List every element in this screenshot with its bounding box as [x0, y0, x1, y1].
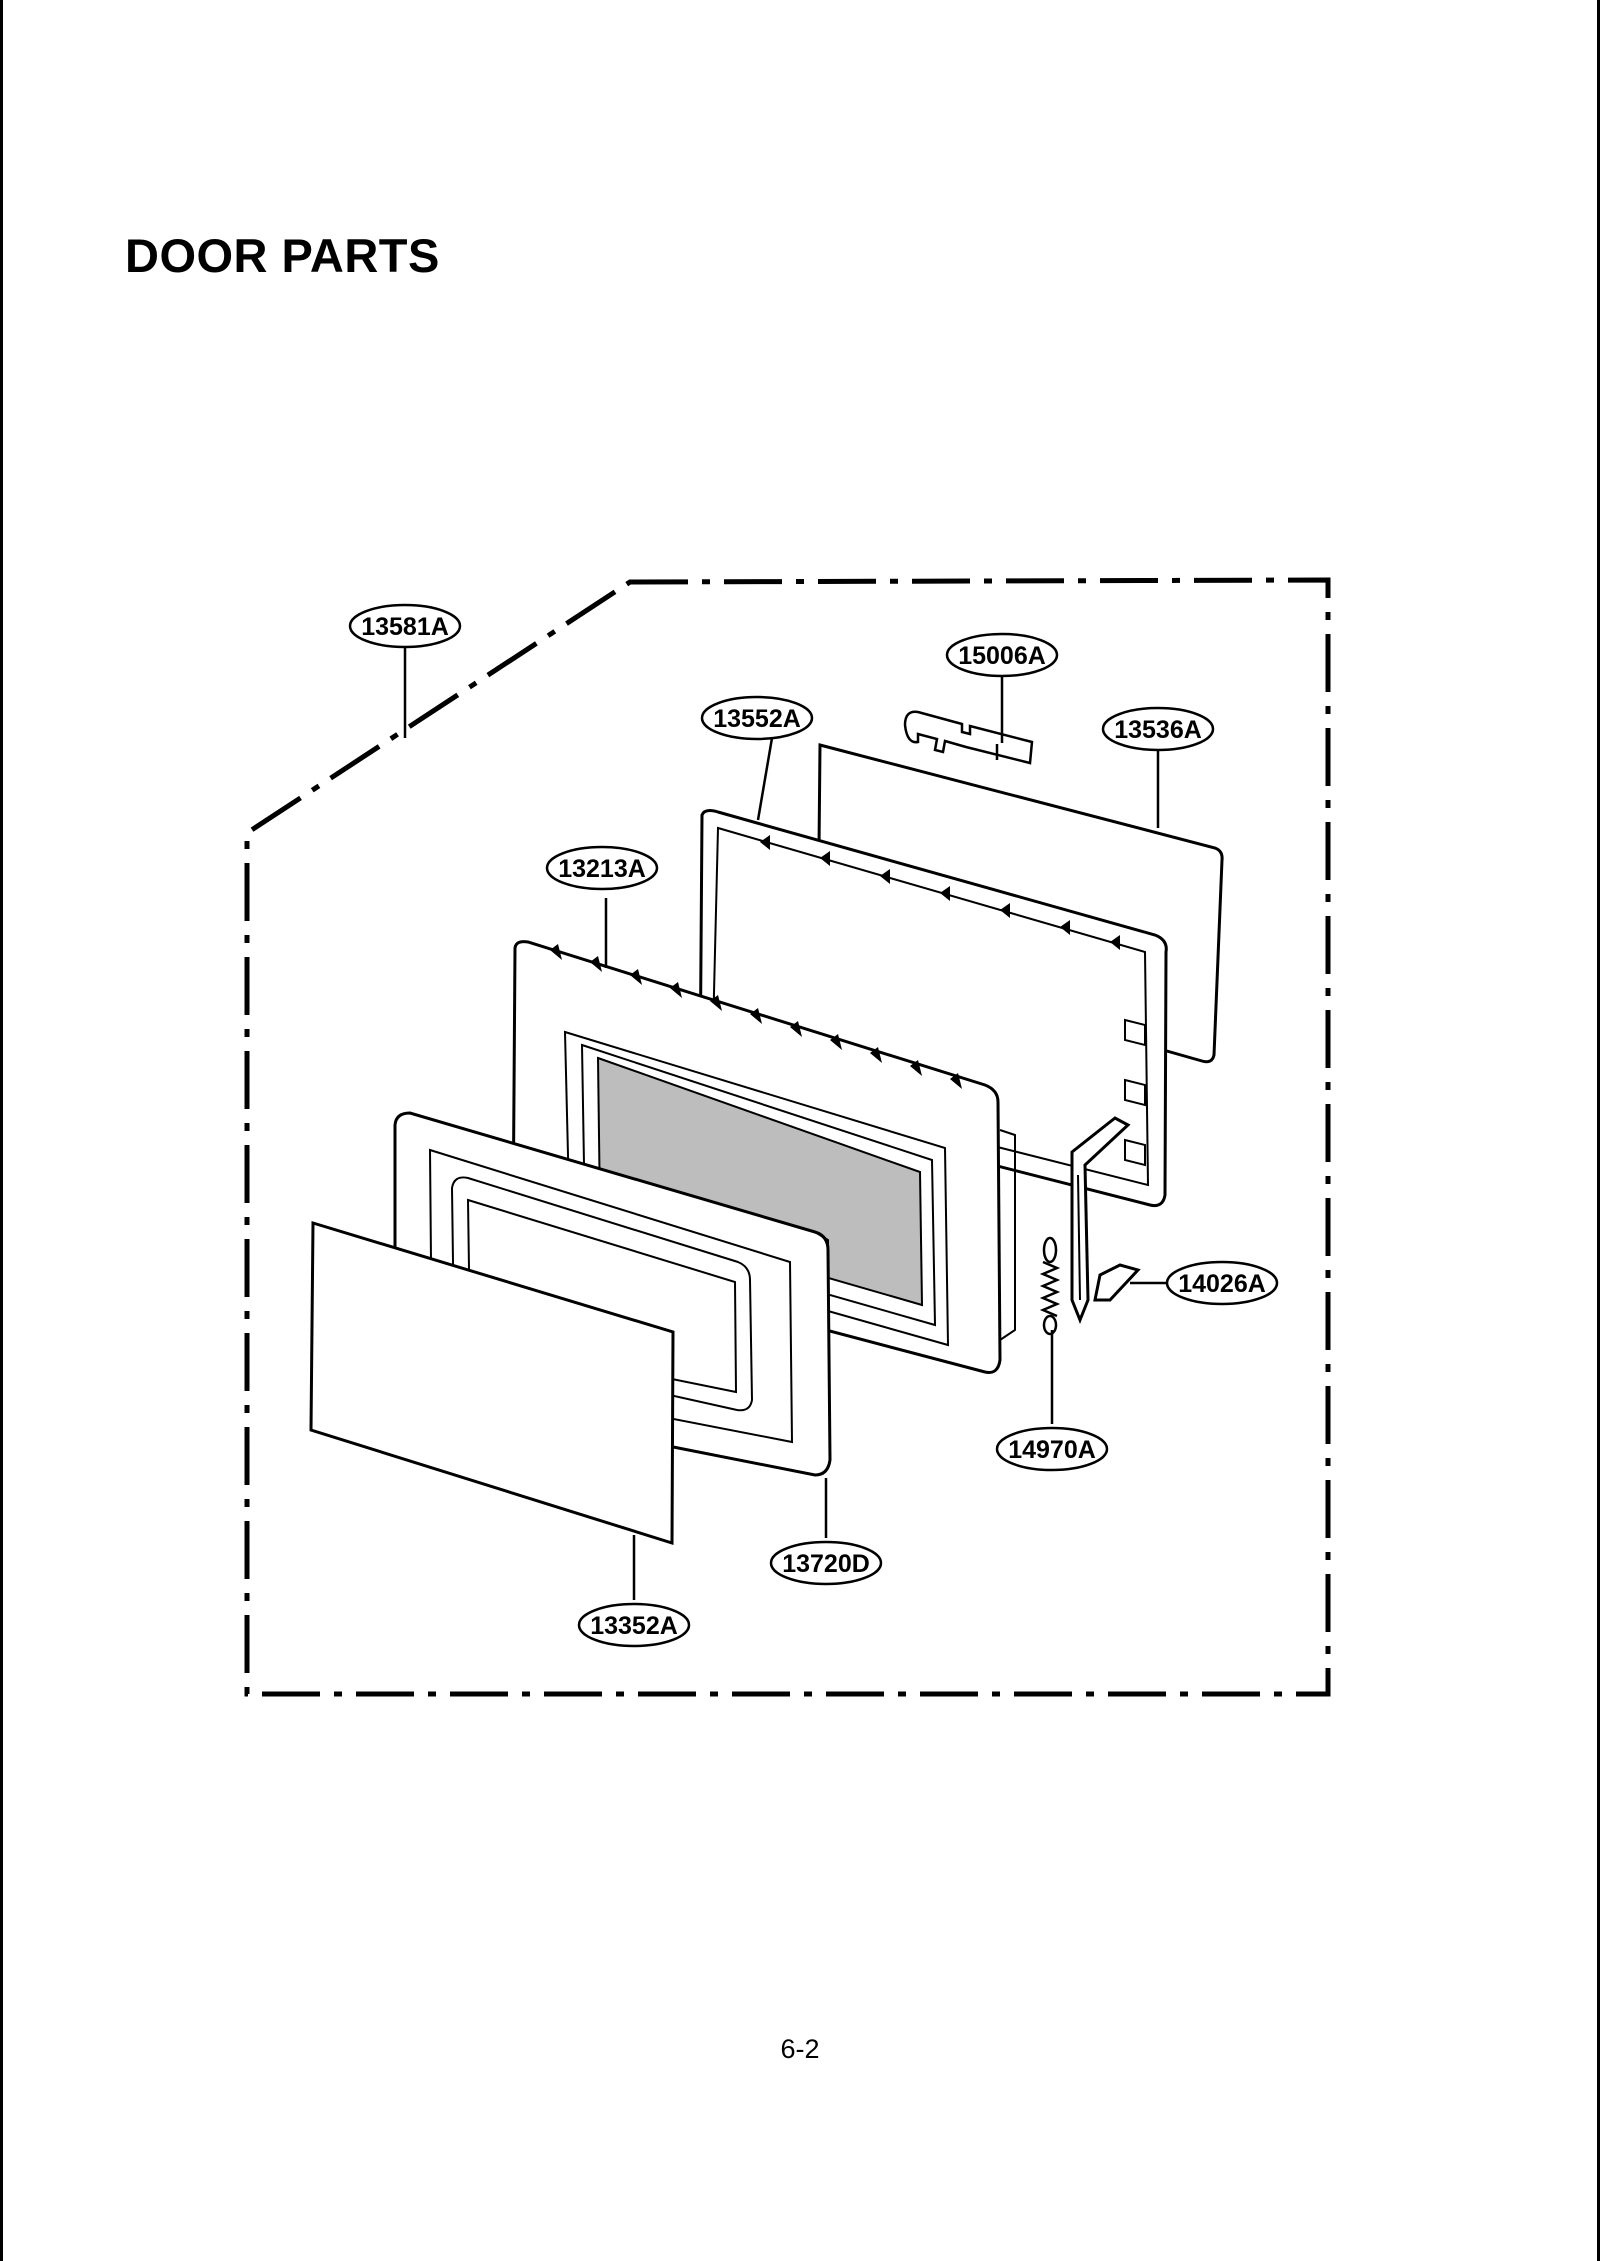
latch-lever — [1070, 1116, 1141, 1325]
callout-label: 13536A — [1114, 716, 1202, 744]
callout-14026A: 14026A — [1165, 1260, 1279, 1306]
latch-key — [903, 710, 1034, 765]
callout-13552A: 13552A — [700, 695, 814, 741]
front-glass — [309, 1220, 675, 1546]
leader-lines — [403, 645, 1168, 1600]
callout-label: 13213A — [558, 855, 646, 883]
callout-label: 14970A — [1008, 1436, 1096, 1464]
callout-label: 13352A — [590, 1612, 678, 1640]
callout-13213A: 13213A — [545, 845, 659, 891]
callout-label: 13552A — [713, 705, 801, 733]
callout-13581A: 13581A — [348, 603, 462, 649]
callout-label: 14026A — [1178, 1270, 1266, 1298]
callout-15006A: 15006A — [945, 632, 1059, 678]
page-title: DOOR PARTS — [125, 229, 440, 282]
assembly-boundary — [244, 577, 1331, 1697]
callout-label: 13581A — [361, 613, 449, 641]
spring — [1039, 1236, 1061, 1336]
callout-label: 15006A — [958, 642, 1046, 670]
callout-13720D: 13720D — [769, 1540, 883, 1586]
callout-14970A: 14970A — [995, 1426, 1109, 1472]
page-number: 6-2 — [780, 2034, 820, 2064]
callout-13536A: 13536A — [1101, 706, 1215, 752]
callout-13352A: 13352A — [577, 1602, 691, 1648]
callout-label: 13720D — [782, 1550, 870, 1578]
